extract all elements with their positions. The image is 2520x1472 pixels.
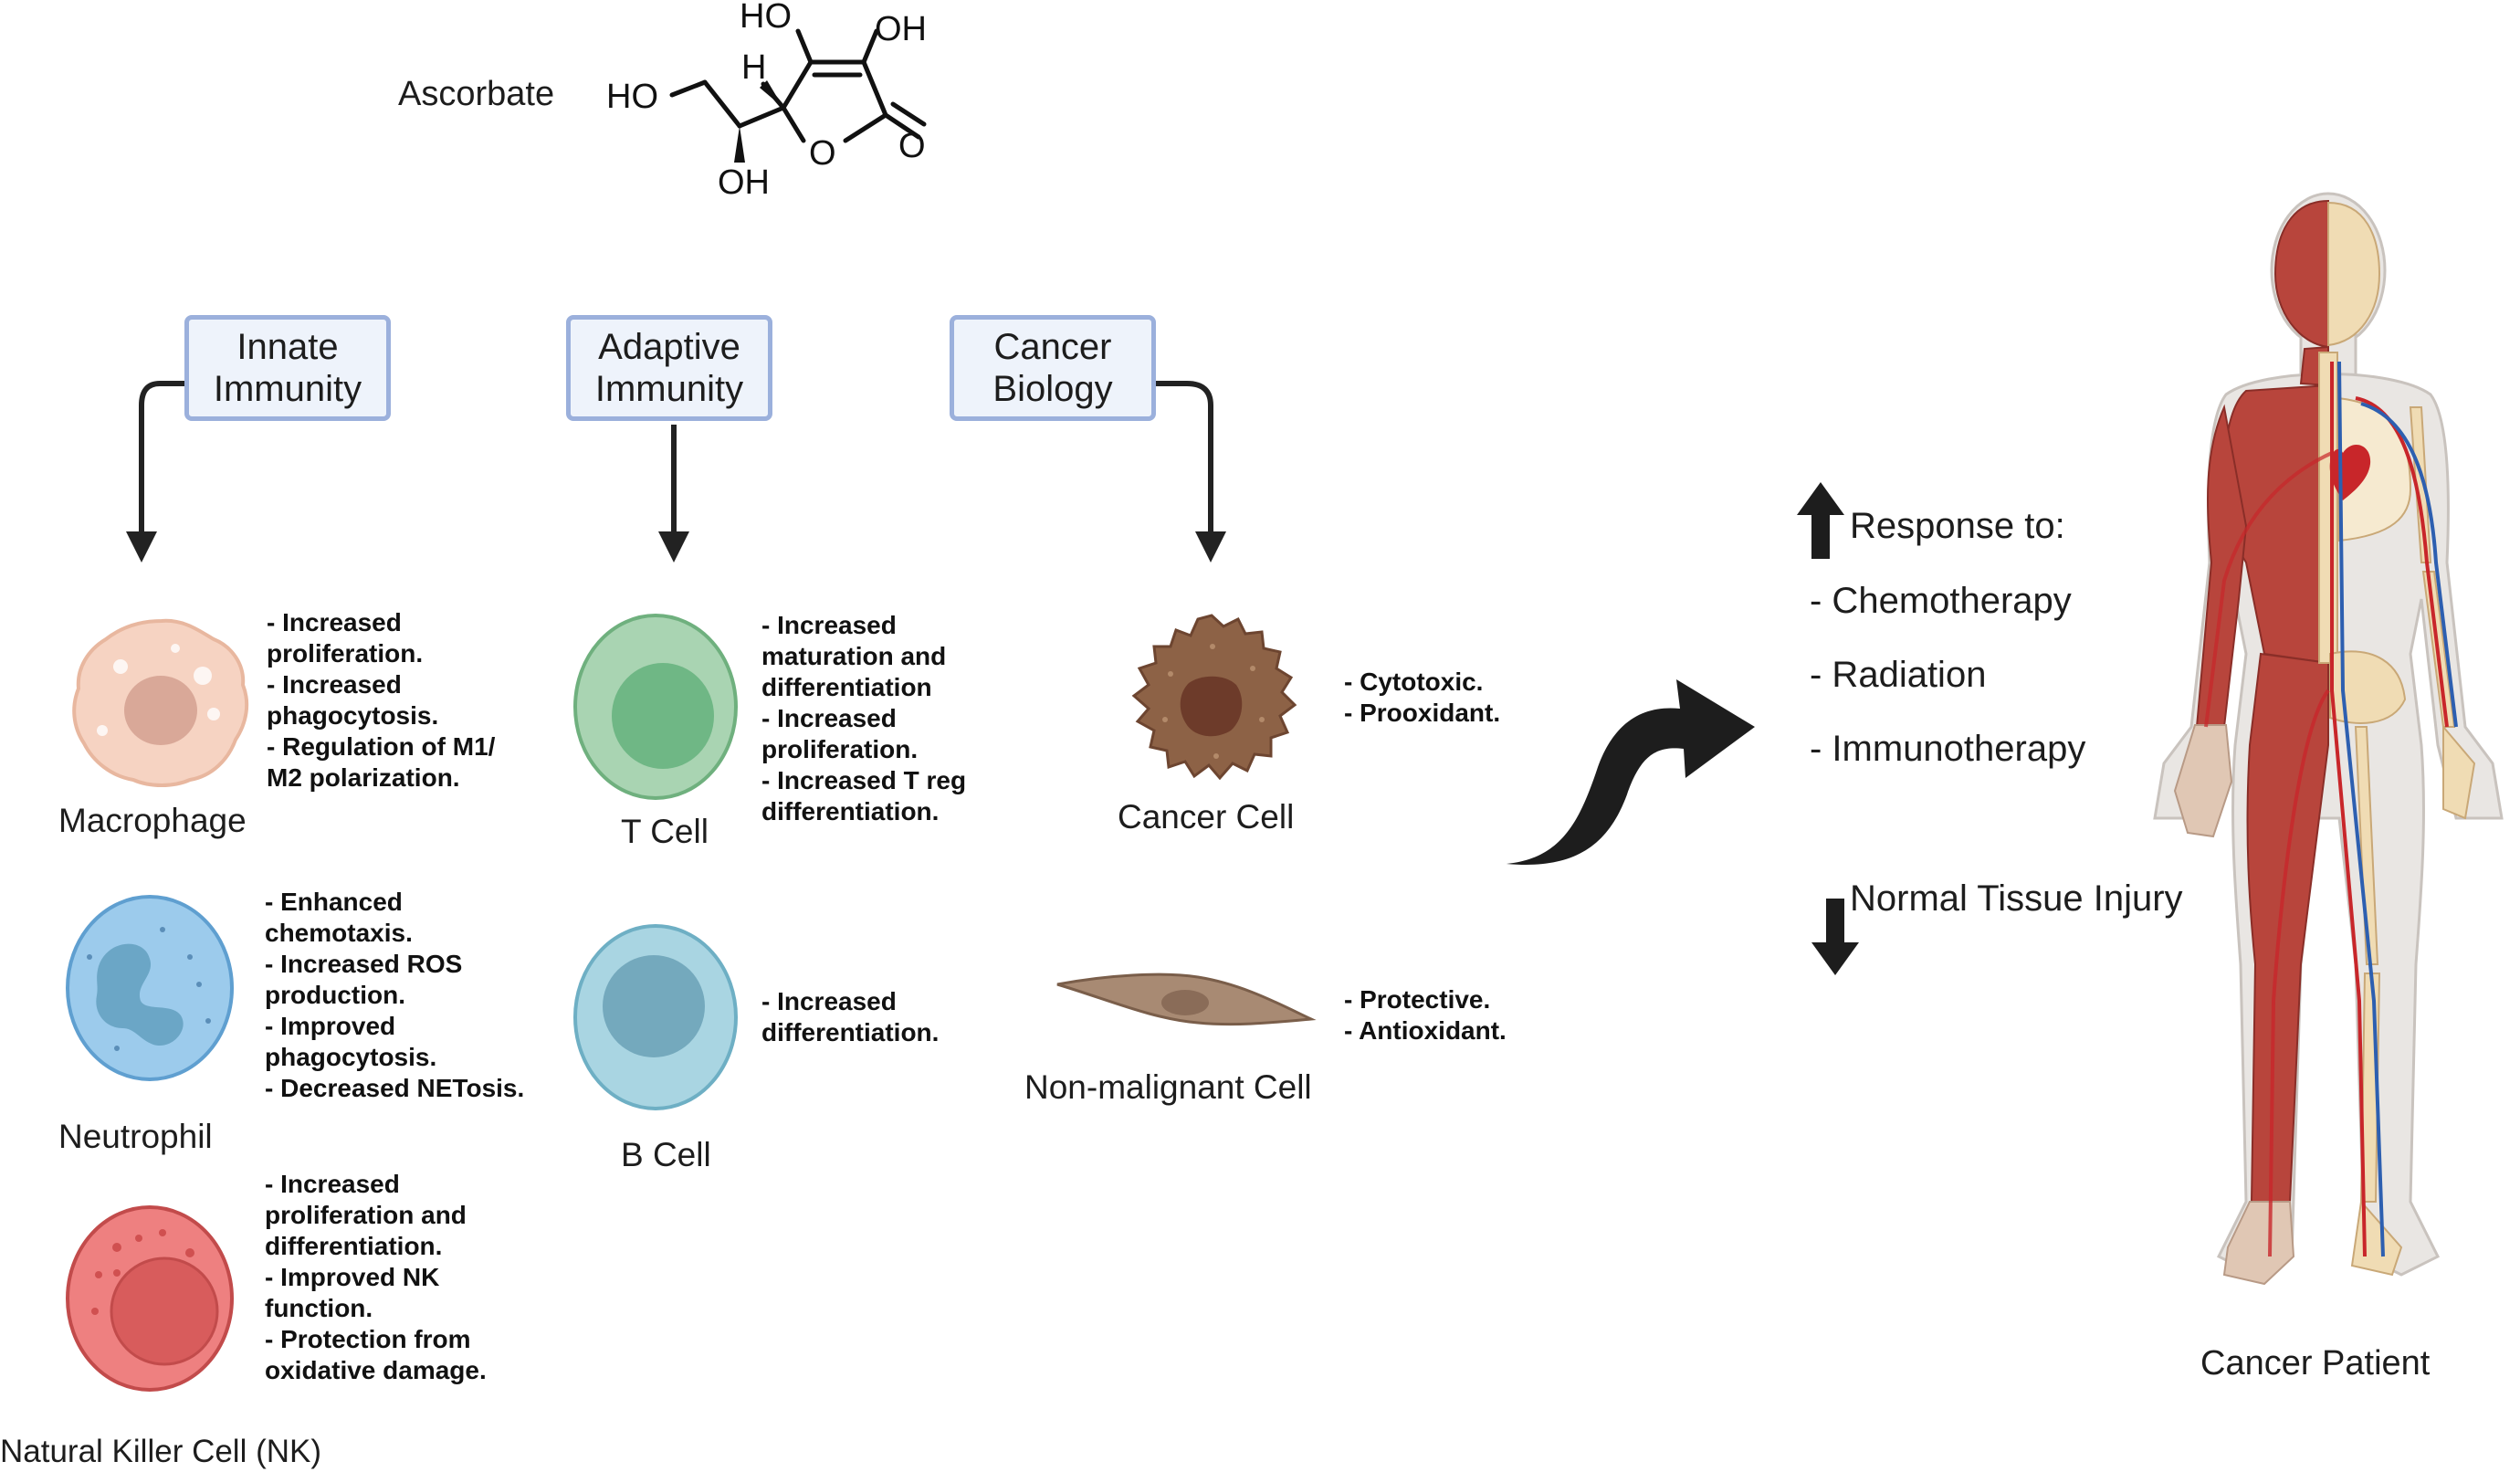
adaptive-arrowhead xyxy=(658,531,689,563)
response-header: Response to: xyxy=(1850,506,2065,546)
response-chemotherapy: - Chemotherapy xyxy=(1810,581,2072,621)
innate-arrowhead xyxy=(126,531,157,563)
neutrophil-icon xyxy=(66,895,234,1081)
response-radiation: - Radiation xyxy=(1810,655,1987,695)
innate-label-2: Immunity xyxy=(213,369,362,409)
atom-oh-top: OH xyxy=(875,10,927,48)
adaptive-label-2: Immunity xyxy=(594,369,744,409)
neutrophil-label: Neutrophil xyxy=(58,1118,213,1155)
nk-cell-label: Natural Killer Cell (NK) xyxy=(0,1434,322,1469)
b-cell-icon xyxy=(573,924,738,1110)
cancer-cell-label: Cancer Cell xyxy=(1118,798,1295,836)
nk-cell-icon xyxy=(66,1205,234,1392)
response-immunotherapy: - Immunotherapy xyxy=(1810,729,2086,769)
cancer-biology-box: Cancer Biology xyxy=(950,315,1156,421)
cancer-arrow xyxy=(1156,381,1213,534)
atom-ho-top: HO xyxy=(740,0,792,36)
macrophage-label: Macrophage xyxy=(58,802,247,839)
b-cell-label: B Cell xyxy=(621,1136,711,1173)
cancer-cell-effects: - Cytotoxic.- Prooxidant. xyxy=(1344,668,1501,727)
atom-o-ring: O xyxy=(809,134,836,173)
non-malignant-cell-icon xyxy=(1056,973,1317,1026)
innate-arrow xyxy=(139,381,184,534)
molecule-name: Ascorbate xyxy=(398,75,555,113)
non-malignant-cell-effects: - Protective.- Antioxidant. xyxy=(1344,985,1507,1045)
normal-tissue-injury: Normal Tissue Injury xyxy=(1850,878,2183,919)
atom-oh-bottom: OH xyxy=(718,163,770,202)
atom-ho-left: HO xyxy=(606,78,658,116)
t-cell-label: T Cell xyxy=(621,813,709,850)
ascorbate-structure: HO OH H HO OH O O xyxy=(606,0,927,202)
atom-h: H xyxy=(741,48,766,87)
atom-o-carbonyl: O xyxy=(898,127,926,165)
non-malignant-cell-label: Non-malignant Cell xyxy=(1024,1068,1312,1106)
cancer-patient-label: Cancer Patient xyxy=(2200,1344,2431,1383)
macrophage-icon xyxy=(72,618,249,787)
curved-arrow-icon xyxy=(1507,679,1755,865)
connector-arrows xyxy=(126,381,1226,563)
cancer-cell-icon xyxy=(1131,614,1297,781)
adaptive-immunity-box: Adaptive Immunity xyxy=(566,315,772,421)
arrow-down-icon xyxy=(1811,899,1859,975)
cancer-biology-label-1: Cancer xyxy=(993,327,1112,367)
arrow-up-icon xyxy=(1797,482,1844,559)
cancer-biology-label-2: Biology xyxy=(992,369,1113,409)
cancer-arrowhead xyxy=(1195,531,1226,563)
adaptive-label-1: Adaptive xyxy=(598,327,740,367)
innate-immunity-box: Innate Immunity xyxy=(184,315,391,421)
innate-label-1: Innate xyxy=(236,327,339,367)
t-cell-icon xyxy=(573,614,738,800)
human-anatomy-icon xyxy=(2153,192,2504,1286)
